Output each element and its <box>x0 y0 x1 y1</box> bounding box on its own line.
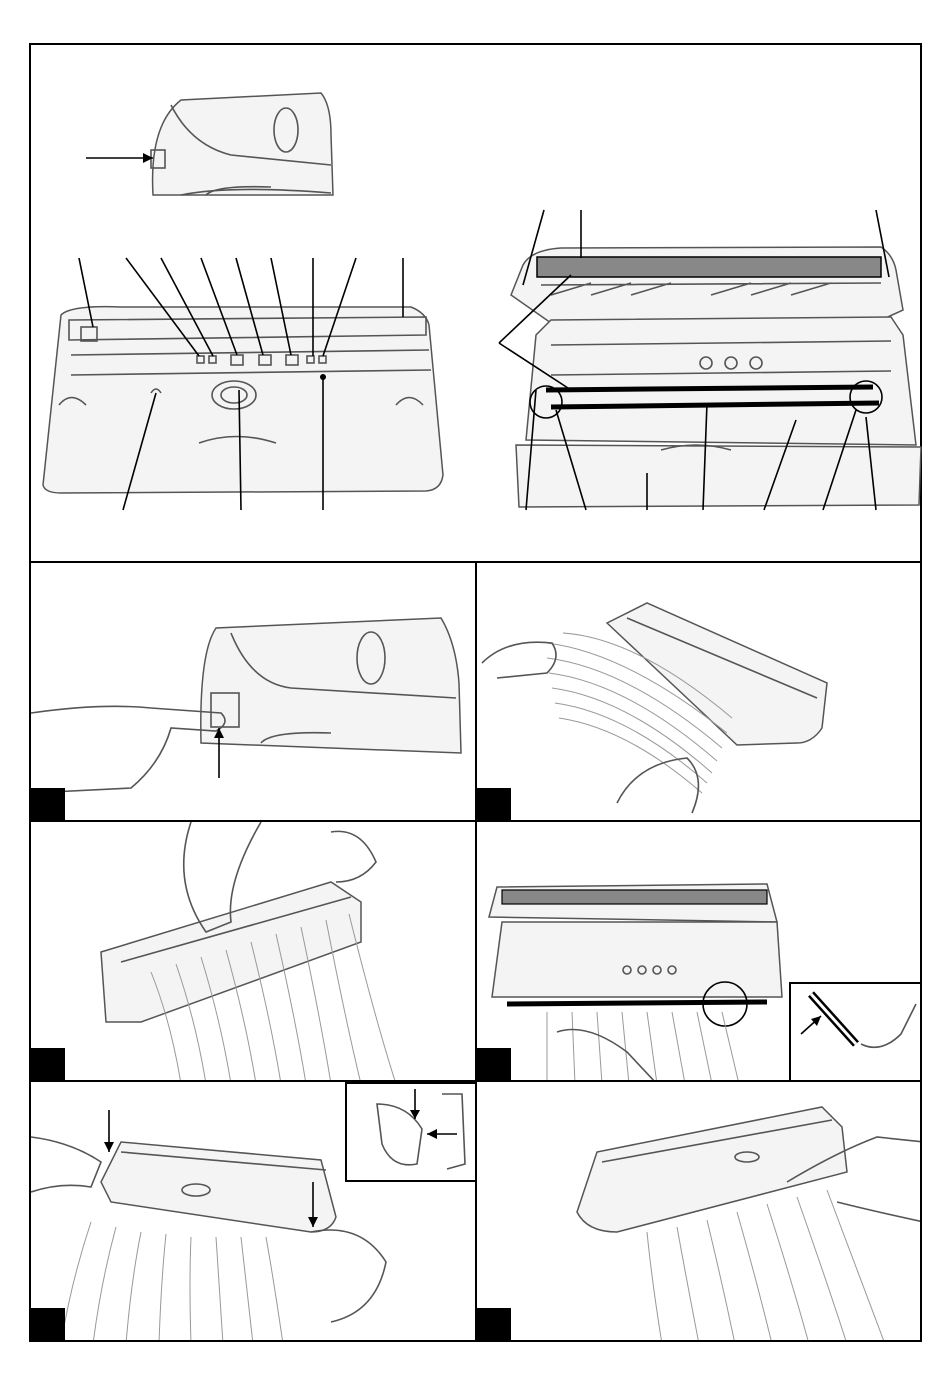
step-4-figure <box>475 820 922 1082</box>
overview-figure <box>29 43 922 563</box>
front-view-device <box>43 307 443 493</box>
step-4-inset <box>789 982 922 1082</box>
step-3-badge <box>31 1048 65 1080</box>
bag-roll-lines <box>61 1222 283 1342</box>
step-3-figure <box>29 820 477 1082</box>
step-3-drawing <box>31 822 477 1082</box>
step-2-badge <box>477 788 511 820</box>
step-5-inset <box>345 1082 477 1182</box>
step-5-badge <box>31 1308 65 1340</box>
step-6-figure <box>475 1080 922 1342</box>
step-1-figure <box>29 561 477 822</box>
step-5-inset-drawing <box>347 1084 477 1182</box>
step-2-drawing <box>477 563 922 822</box>
step-4-badge <box>477 1048 511 1080</box>
step-6-badge <box>477 1308 511 1340</box>
step-2-figure <box>475 561 922 822</box>
step-6-drawing <box>477 1082 922 1342</box>
step-1-drawing <box>31 563 477 822</box>
side-view-device <box>151 93 333 195</box>
bag-roll-lines <box>547 1012 739 1082</box>
lower-gasket <box>546 387 873 390</box>
overview-drawing <box>31 45 924 565</box>
upper-gasket <box>537 257 881 277</box>
step-4-inset-drawing <box>791 984 922 1082</box>
open-lid-device <box>511 247 921 507</box>
step-1-badge <box>31 788 65 820</box>
step-5-figure <box>29 1080 477 1342</box>
